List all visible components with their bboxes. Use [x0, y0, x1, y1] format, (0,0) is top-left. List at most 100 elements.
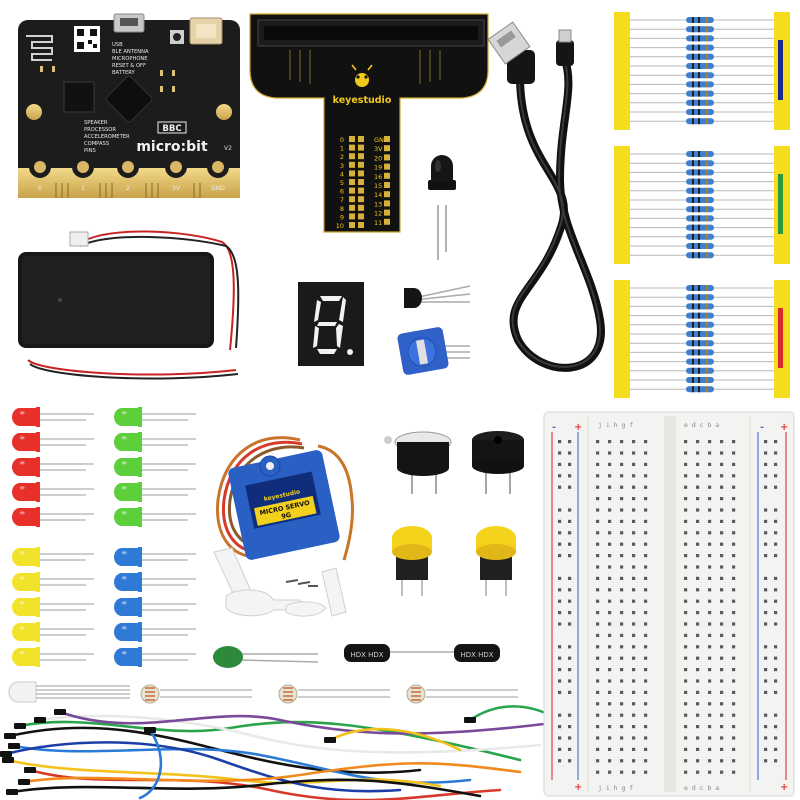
bb-rail-hole [774, 656, 778, 660]
bb-rail-hole [774, 713, 778, 717]
bb-rail-hole [774, 485, 778, 489]
resistor-band [698, 358, 700, 365]
breadboard: + - + - + + j i h g f e d c b a j i h g … [543, 411, 795, 797]
resistor-band [692, 53, 694, 60]
rail-plus-bottom-left: + [574, 782, 582, 793]
rail-plus-top-left: + [574, 422, 582, 433]
jumper-wire [138, 728, 163, 800]
bb-hole [720, 451, 724, 455]
shield-hole [384, 182, 390, 188]
bb-hole [720, 576, 724, 580]
resistor-band [706, 349, 708, 356]
resistor-band [692, 386, 694, 393]
label-speaker: SPEAKER [84, 120, 108, 126]
shield-right-pin-20: 20 [374, 154, 382, 162]
bb-hole [708, 747, 712, 751]
tape-mark [778, 174, 783, 234]
bb-hole [684, 633, 688, 637]
bb-hole [620, 599, 624, 603]
resistor-band [706, 44, 708, 51]
bb-hole [632, 725, 636, 729]
bb-hole [732, 725, 736, 729]
resistor-band [698, 206, 700, 213]
bb-hole [720, 747, 724, 751]
bb-hole [708, 599, 712, 603]
bb-hole [620, 451, 624, 455]
bb-rail-hole [558, 713, 562, 717]
resistor-band [698, 44, 700, 51]
led-shine [120, 435, 132, 443]
bb-rail-hole [568, 656, 572, 660]
bb-rail-hole [764, 736, 768, 740]
resistor-band [698, 72, 700, 79]
pin-label-3v: 3V [172, 185, 181, 192]
bb-hole [620, 508, 624, 512]
resistor-band [698, 197, 700, 203]
label-usb: USB [112, 42, 123, 48]
bb-hole [644, 611, 648, 615]
bb-hole [720, 462, 724, 466]
bb-rail-hole [764, 713, 768, 717]
bb-hole [708, 656, 712, 660]
bb-hole [720, 485, 724, 489]
led-group-yellow [12, 547, 94, 667]
push-button-1 [392, 526, 432, 596]
bb-hole [608, 668, 612, 672]
resistor-band [706, 26, 708, 33]
shield-left-pin-10: 10 [336, 222, 344, 230]
bb-hole [644, 656, 648, 660]
shield-hole [384, 154, 390, 161]
label-ble: BLE ANTENNA [112, 49, 149, 55]
bb-hole [708, 690, 712, 694]
label-compass: COMPASS [84, 141, 109, 147]
label-pins: PINS [84, 148, 96, 154]
resistor-band [698, 81, 700, 88]
resistor-band [692, 349, 694, 356]
bb-hole [620, 440, 624, 444]
bb-hole [608, 599, 612, 603]
bb-hole [632, 713, 636, 717]
bb-hole [720, 531, 724, 535]
bb-rail-hole [764, 747, 768, 751]
bb-hole [696, 462, 700, 466]
bb-hole [720, 713, 724, 717]
resistor-band [692, 303, 694, 310]
jumper-wire [328, 727, 462, 752]
bb-hole [620, 611, 624, 615]
servo-horns [213, 547, 347, 617]
shield-left-pin-4: 4 [340, 170, 344, 178]
led-flange [36, 432, 40, 452]
pin-label-1: 1 [81, 185, 85, 192]
bb-hole [632, 462, 636, 466]
label-mic: MICROPHONE [112, 56, 148, 62]
bb-hole [732, 770, 736, 774]
shield-hole [349, 161, 355, 168]
resistor-band [706, 109, 708, 115]
bb-hole [696, 770, 700, 774]
resistor-band [706, 215, 708, 222]
photoresistor-1 [140, 684, 252, 704]
resistor-band [698, 169, 700, 176]
ldr-track [411, 687, 421, 701]
ldr-body [278, 684, 298, 704]
led-flange [36, 407, 40, 427]
bb-rail-hole [568, 668, 572, 672]
bb-rail-hole [764, 554, 768, 558]
bb-hole [632, 531, 636, 535]
bb-hole [684, 690, 688, 694]
bb-hole [620, 645, 624, 649]
shield-hole [384, 209, 390, 216]
resistor-band [698, 90, 700, 97]
potentiometer [397, 327, 470, 375]
resistor-band [706, 303, 708, 310]
rail-plus-bottom-right: + [780, 782, 788, 793]
bb-hole [732, 588, 736, 592]
bb-hole [720, 668, 724, 672]
tape-left [614, 146, 630, 264]
led-shine [120, 460, 132, 468]
bb-rail-hole [558, 474, 562, 478]
bb-hole [684, 622, 688, 626]
bb-hole [620, 725, 624, 729]
passive-buzzer [384, 431, 452, 494]
